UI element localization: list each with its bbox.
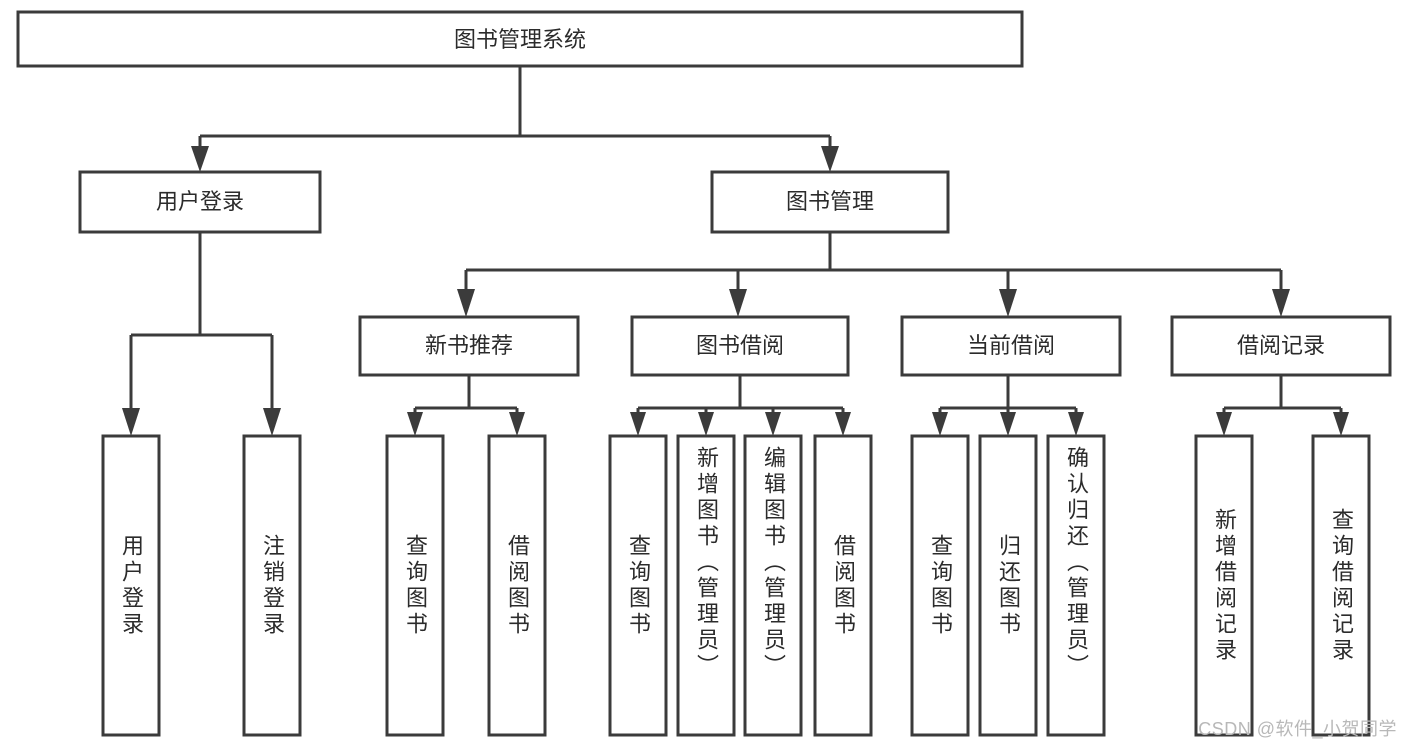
arrow-to-leaf-logout bbox=[263, 408, 281, 436]
node-book-borrow-box bbox=[630, 315, 850, 377]
node-current-borrow-box bbox=[900, 315, 1122, 377]
connector-group bbox=[122, 66, 1349, 436]
arrow-to-leaf-return-book bbox=[1000, 412, 1016, 436]
node-user-login-box bbox=[78, 170, 322, 234]
node-new-book-recommend[interactable]: 新书推荐 bbox=[358, 315, 580, 377]
arrow-to-book-borrow bbox=[729, 289, 747, 317]
arrow-to-book-management bbox=[821, 146, 839, 172]
node-current-borrow-label: 当前借阅 bbox=[967, 333, 1055, 358]
arrow-to-leaf-confirm-return bbox=[1068, 412, 1084, 436]
node-root[interactable]: 图书管理系统 bbox=[16, 10, 1024, 68]
node-leaf-borrow-book-2-box[interactable] bbox=[813, 434, 873, 737]
node-book-borrow[interactable]: 图书借阅 bbox=[630, 315, 850, 377]
node-leaf-query-book-2-box[interactable] bbox=[608, 434, 668, 737]
node-leaf-return-book-box[interactable] bbox=[978, 434, 1038, 737]
node-book-management-box bbox=[710, 170, 950, 234]
node-current-borrow[interactable]: 当前借阅 bbox=[900, 315, 1122, 377]
node-borrow-record[interactable]: 借阅记录 bbox=[1170, 315, 1392, 377]
node-leaf-query-book-3-box[interactable] bbox=[910, 434, 970, 737]
arrow-to-leaf-edit-book bbox=[765, 412, 781, 436]
node-user-login[interactable]: 用户登录 bbox=[78, 170, 322, 234]
node-leaf-user-login-box[interactable] bbox=[101, 434, 161, 737]
arrow-to-leaf-user-login bbox=[122, 408, 140, 436]
arrow-to-leaf-borrow-book-1 bbox=[509, 412, 525, 436]
arrow-to-leaf-query-book-3 bbox=[932, 412, 948, 436]
node-book-borrow-label: 图书借阅 bbox=[696, 333, 784, 358]
arrow-to-current-borrow bbox=[999, 289, 1017, 317]
node-leaf-borrow-book-1-box[interactable] bbox=[487, 434, 547, 737]
arrow-to-leaf-query-book-2 bbox=[630, 412, 646, 436]
node-root-label: 图书管理系统 bbox=[454, 27, 586, 52]
arrow-to-leaf-query-borrow-record bbox=[1333, 412, 1349, 436]
node-leaf-query-borrow-record-box[interactable] bbox=[1311, 434, 1371, 737]
node-leaf-add-borrow-record-box[interactable] bbox=[1194, 434, 1254, 737]
watermark-text: CSDN @软件_小贺同学 bbox=[1198, 719, 1397, 739]
node-book-management-label: 图书管理 bbox=[786, 189, 874, 214]
arrow-to-leaf-borrow-book-2 bbox=[835, 412, 851, 436]
arrow-to-leaf-add-book bbox=[698, 412, 714, 436]
node-user-login-label: 用户登录 bbox=[156, 189, 244, 214]
node-root-box bbox=[16, 10, 1024, 68]
node-leaf-confirm-return-box[interactable] bbox=[1046, 434, 1106, 737]
node-new-book-recommend-box bbox=[358, 315, 580, 377]
arrow-to-user-login bbox=[191, 146, 209, 172]
node-leaf-add-book-box[interactable] bbox=[676, 434, 736, 737]
node-leaf-query-book-1-box[interactable] bbox=[385, 434, 445, 737]
node-leaf-edit-book-box[interactable] bbox=[743, 434, 803, 737]
leaf-box-group bbox=[101, 434, 1371, 737]
arrow-to-new-book-recommend bbox=[457, 289, 475, 317]
arrow-to-leaf-query-book-1 bbox=[407, 412, 423, 436]
node-borrow-record-box bbox=[1170, 315, 1392, 377]
node-leaf-logout-box[interactable] bbox=[242, 434, 302, 737]
node-new-book-recommend-label: 新书推荐 bbox=[425, 333, 513, 358]
arrow-to-leaf-add-borrow-record bbox=[1216, 412, 1232, 436]
arrow-to-borrow-record bbox=[1272, 289, 1290, 317]
node-book-management[interactable]: 图书管理 bbox=[710, 170, 950, 234]
node-borrow-record-label: 借阅记录 bbox=[1237, 333, 1325, 358]
